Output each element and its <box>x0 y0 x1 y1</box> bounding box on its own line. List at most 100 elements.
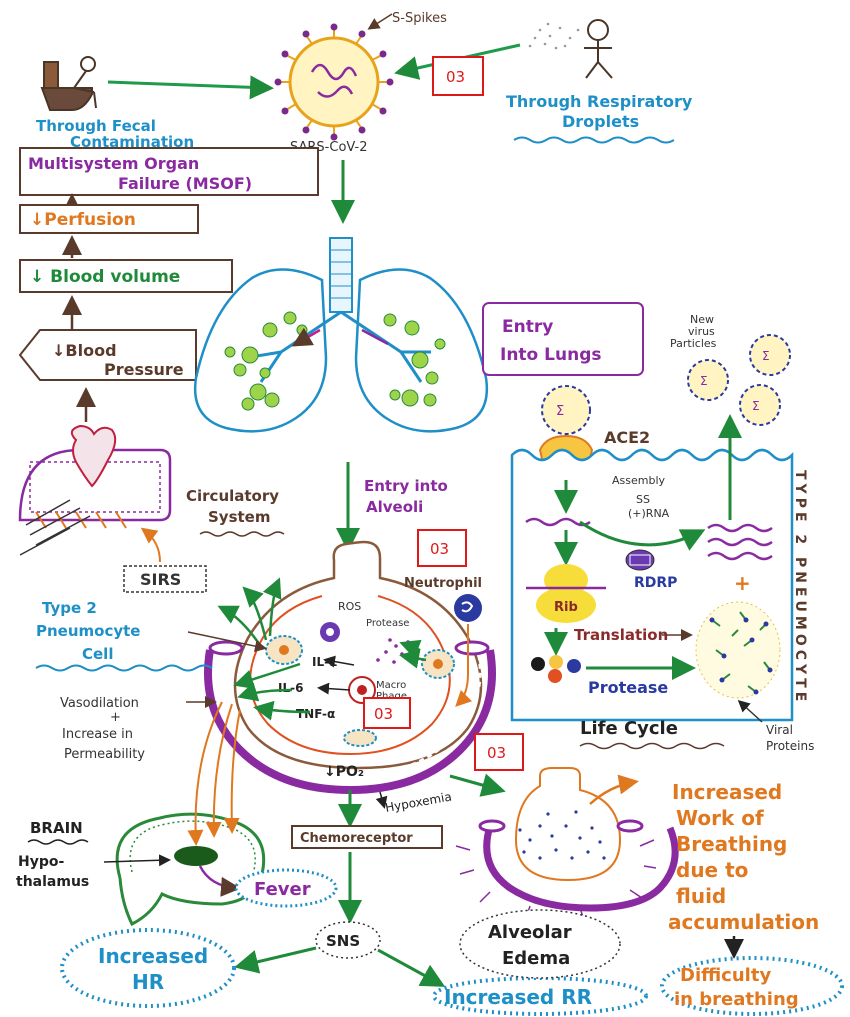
increased-hr-badge: Increased HR <box>62 930 234 1006</box>
type2-vertical-label: TYPE 2 PNEUMOCYTE <box>792 470 808 705</box>
virus-icon <box>275 24 394 141</box>
assembly-label: Assembly <box>612 474 666 487</box>
macrophage-label-1: Macro <box>376 680 406 691</box>
svg-text:Σ: Σ <box>700 374 708 388</box>
svg-text:03: 03 <box>487 744 506 762</box>
increased-hr-label-1: Increased <box>98 944 208 968</box>
increased-rr-label: Increased RR <box>444 985 592 1009</box>
rib-label: Rib <box>554 600 578 615</box>
vaso-label-3: Increase in <box>62 727 133 742</box>
alveolus-protease-label: Protease <box>366 618 409 629</box>
fever-label: Fever <box>254 879 311 900</box>
increased-rr-badge: Increased RR <box>434 978 646 1014</box>
toilet-person-icon <box>42 57 96 110</box>
entry-alveoli-1: Entry into <box>364 477 448 495</box>
chemoreceptor-label: Chemoreceptor <box>300 831 413 846</box>
svg-text:03: 03 <box>430 540 449 558</box>
svg-text:03: 03 <box>446 68 465 86</box>
increased-hr-label-2: HR <box>132 970 164 994</box>
neutrophil-label: Neutrophil <box>404 576 482 591</box>
perfusion-box: ↓Perfusion <box>20 205 198 233</box>
sneezing-person-icon <box>584 20 612 78</box>
sns-badge: SNS <box>316 922 380 958</box>
svg-text:03: 03 <box>374 705 393 723</box>
bp-label-2: Pressure <box>104 360 184 379</box>
chemoreceptor-box: Chemoreceptor <box>292 826 442 848</box>
difficulty-breathing-badge: Difficulty in breathing <box>662 958 842 1014</box>
type2-label-2: Pneumocyte <box>36 622 140 640</box>
difficulty-label-2: in breathing <box>674 989 799 1010</box>
ace2-label: ACE2 <box>604 428 650 447</box>
bp-label-1: ↓Blood <box>52 341 117 360</box>
entry-label-2: Into Lungs <box>500 345 601 365</box>
brain-label: BRAIN <box>30 819 83 837</box>
msof-label-1: Multisystem Organ <box>28 154 199 173</box>
msof-box: Multisystem Organ Failure (MSOF) <box>20 148 318 195</box>
work-label-1: Increased <box>672 780 782 804</box>
droplets-icon <box>529 23 580 50</box>
work-label-6: accumulation <box>668 910 819 934</box>
work-label-2: Work of <box>676 806 764 830</box>
spikes-label: S-Spikes <box>392 11 447 26</box>
msof-label-2: Failure (MSOF) <box>118 174 252 193</box>
type2-cell-left <box>266 636 302 664</box>
life-cycle-title: Life Cycle <box>580 718 678 739</box>
viral-proteins-label-2: Proteins <box>766 739 814 753</box>
svg-text:Σ: Σ <box>762 349 770 363</box>
entry-alveoli-2: Alveoli <box>366 498 423 516</box>
badge-1: 03 <box>433 57 483 95</box>
viral-proteins-label-1: Viral <box>766 723 793 737</box>
sirs-box: SIRS <box>124 566 206 592</box>
perfusion-label: ↓Perfusion <box>30 210 136 230</box>
blood-pressure-box: ↓Blood Pressure <box>20 330 196 380</box>
type2-label-3: Cell <box>82 645 113 663</box>
alveolar-edema-label-1: Alveolar <box>488 922 572 943</box>
entry-label-1: Entry <box>502 317 553 337</box>
hypothalamus-label-1: Hypo- <box>18 854 64 870</box>
translation-label: Translation <box>574 626 668 644</box>
type2-cell-bottom <box>344 730 376 746</box>
entry-into-lungs-box: Entry Into Lungs <box>483 303 643 375</box>
type2-cell-right <box>422 650 454 678</box>
rdrp-label: RDRP <box>634 575 677 591</box>
badge-4: 03 <box>475 734 523 770</box>
vaso-label-4: Permeability <box>64 747 145 762</box>
ros-label: ROS <box>338 600 361 613</box>
circulatory-label-2: System <box>208 508 270 526</box>
hypoxemia-label: Hypoxemia <box>384 789 453 814</box>
resp-label-2: Droplets <box>562 112 639 131</box>
sns-label: SNS <box>326 932 360 950</box>
work-label-4: due to <box>676 858 748 882</box>
type2-label-1: Type 2 <box>42 599 97 617</box>
sirs-label: SIRS <box>140 570 181 589</box>
work-label-3: Breathing <box>676 832 787 856</box>
difficulty-label-1: Difficulty <box>680 965 771 986</box>
neutrophil-icon <box>454 594 482 622</box>
work-label-5: fluid <box>676 884 726 908</box>
svg-text:Σ: Σ <box>752 399 760 413</box>
hypothalamus-label-2: thalamus <box>16 874 89 890</box>
brain-icon <box>117 814 264 924</box>
il6-label: IL-6 <box>278 681 303 695</box>
blood-volume-label: ↓ Blood volume <box>30 267 180 287</box>
resp-label-1: Through Respiratory <box>506 92 693 111</box>
badge-2: 03 <box>418 530 466 566</box>
tnf-label: TNF-α <box>296 707 335 721</box>
ss-label: SS <box>636 493 650 506</box>
plus-sign: + <box>734 571 751 595</box>
alveolar-edema-badge: Alveolar Edema <box>460 910 620 978</box>
po2-label: ↓PO₂ <box>324 764 364 780</box>
blood-volume-box: ↓ Blood volume <box>20 260 232 292</box>
new-virus-label-3: Particles <box>670 337 717 350</box>
lungs-icon <box>195 238 487 431</box>
vaso-label-1: Vasodilation <box>60 696 139 711</box>
work-of-breathing-text: Increased Work of Breathing due to fluid… <box>668 780 819 934</box>
rdrp-icon <box>626 550 654 570</box>
heart-icon <box>20 426 170 555</box>
edema-alveolus-icon <box>456 768 675 920</box>
circulatory-label-1: Circulatory <box>186 487 279 505</box>
protease-label: Protease <box>588 678 668 697</box>
svg-text:Σ: Σ <box>556 404 564 419</box>
vaso-label-2: + <box>110 710 121 725</box>
